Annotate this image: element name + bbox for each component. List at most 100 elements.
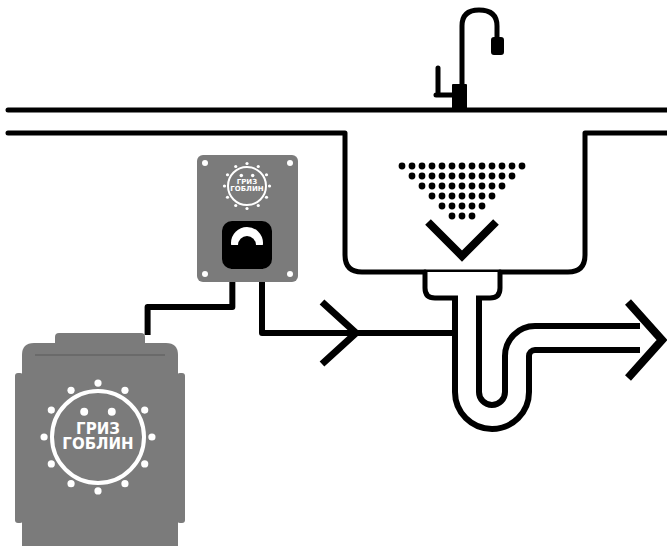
water-drop [459, 183, 466, 190]
water-drop [479, 203, 486, 210]
water-drop [459, 203, 466, 210]
faucet-nozzle [492, 38, 503, 54]
water-drop [519, 163, 526, 170]
logo-ring [228, 167, 266, 205]
flow-chevron [428, 222, 496, 256]
logo-tooth [234, 165, 237, 168]
faucet-spout [462, 10, 497, 108]
water-drop [489, 173, 496, 180]
water-drop [449, 193, 456, 200]
water-drop [479, 163, 486, 170]
countertop-line [8, 108, 667, 113]
water-drop [419, 173, 426, 180]
canister-seam [35, 354, 165, 356]
canister-body [22, 343, 178, 546]
logo-tooth [67, 480, 74, 487]
logo-tooth [148, 433, 155, 440]
logo-tooth [121, 387, 128, 394]
logo-tooth [67, 387, 74, 394]
water-drop [489, 183, 496, 190]
logo-text: ГРИЗ ГОБЛИН [62, 422, 133, 452]
logo-eye [240, 174, 244, 178]
logo-tooth [223, 184, 226, 187]
water-drop [469, 213, 476, 220]
logo-tooth [268, 184, 271, 187]
logo-tooth [234, 204, 237, 207]
water-drop [419, 183, 426, 190]
water-drop [439, 183, 446, 190]
logo-tooth [48, 460, 55, 467]
water-drop [459, 193, 466, 200]
water-drop [489, 193, 496, 200]
drain-pipe-inner [467, 292, 646, 417]
water-drop [439, 163, 446, 170]
logo-tooth [40, 433, 47, 440]
canister-rib [15, 373, 23, 523]
logo-tooth [265, 196, 268, 199]
water-drop [479, 173, 486, 180]
outflow-arrow [628, 302, 662, 378]
logo-tooth [94, 487, 101, 494]
logo-tooth [226, 196, 229, 199]
faucet-handle [436, 68, 452, 95]
water-drop [439, 173, 446, 180]
water-drop [469, 183, 476, 190]
water-drop [469, 203, 476, 210]
water-drop [459, 163, 466, 170]
water-drop [479, 183, 486, 190]
logo-tooth [245, 162, 248, 165]
dosing-arrow [322, 302, 356, 364]
screw [287, 271, 293, 277]
logo-tooth [226, 173, 229, 176]
water-drop [429, 183, 436, 190]
pump-head-base [231, 245, 263, 269]
water-drop [449, 163, 456, 170]
water-drop [469, 163, 476, 170]
logo-eye [251, 174, 255, 178]
water-drop [429, 173, 436, 180]
screw [202, 160, 208, 166]
pump-housing [197, 155, 298, 282]
dosing-pump-shape [197, 155, 298, 282]
logo-ring [52, 391, 144, 483]
water-drop [439, 203, 446, 210]
pump-head [222, 221, 272, 269]
logo-tooth [257, 204, 260, 207]
water-drop [469, 173, 476, 180]
water-drop [499, 163, 506, 170]
logo-eye [108, 408, 116, 416]
faucet-base [453, 85, 466, 109]
logo-eye [80, 408, 88, 416]
water-drop [409, 173, 416, 180]
water-drop [509, 163, 516, 170]
water-drop [489, 163, 496, 170]
screw [287, 160, 293, 166]
logo-tooth [141, 460, 148, 467]
drain-pipe-outline [467, 298, 640, 417]
logo-tooth [257, 165, 260, 168]
logo-tooth [121, 480, 128, 487]
water-drop [469, 193, 476, 200]
dosing-pump: ГРИЗ ГОБЛИН [197, 155, 298, 282]
water-drop [479, 193, 486, 200]
water-drop [459, 213, 466, 220]
water-drop [499, 173, 506, 180]
logo-tooth [265, 173, 268, 176]
water-drop [509, 173, 516, 180]
water-drop [499, 183, 506, 190]
water-drop [449, 173, 456, 180]
logo-text: ГРИЗ ГОБЛИН [230, 179, 263, 193]
chemical-canister: ГРИЗ ГОБЛИН [15, 333, 185, 546]
water-drop [449, 183, 456, 190]
logo-tooth [94, 379, 101, 386]
logo-tooth [141, 406, 148, 413]
water-drop [429, 193, 436, 200]
water-drop [409, 163, 416, 170]
water-drop [399, 163, 406, 170]
water-drop [459, 173, 466, 180]
logo-tooth [245, 207, 248, 210]
sink-bowl [8, 133, 667, 272]
logo-tooth [48, 406, 55, 413]
water-drop [439, 193, 446, 200]
water-drop [449, 213, 456, 220]
